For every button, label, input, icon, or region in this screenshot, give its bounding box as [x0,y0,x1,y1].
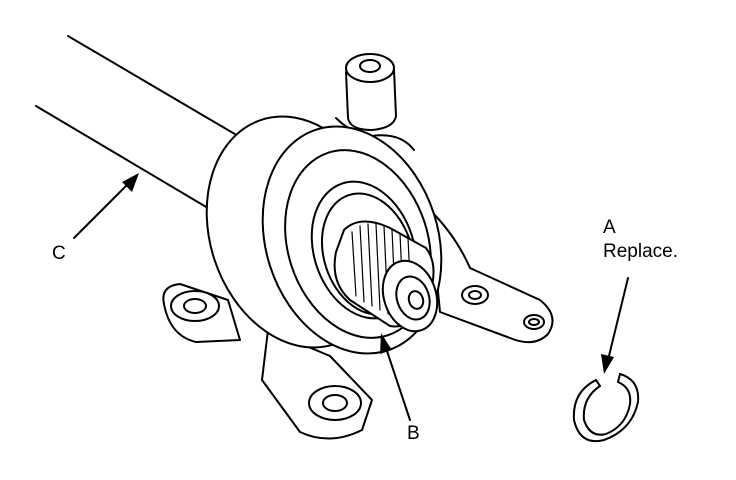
splined-shaft-end [333,220,439,333]
leader-c [73,173,139,239]
callout-a-note: Replace. [603,241,678,262]
leader-a [601,277,629,374]
callout-a-letter: A [603,217,616,238]
driveshaft [35,35,263,215]
mounting-foot-front [261,329,373,440]
snap-ring [572,373,640,442]
callout-b-letter: B [407,423,420,444]
mounting-foot-left [162,283,241,343]
leader-b [380,333,411,421]
callout-c-letter: C [52,243,66,264]
bracket-arm-right [429,209,554,344]
